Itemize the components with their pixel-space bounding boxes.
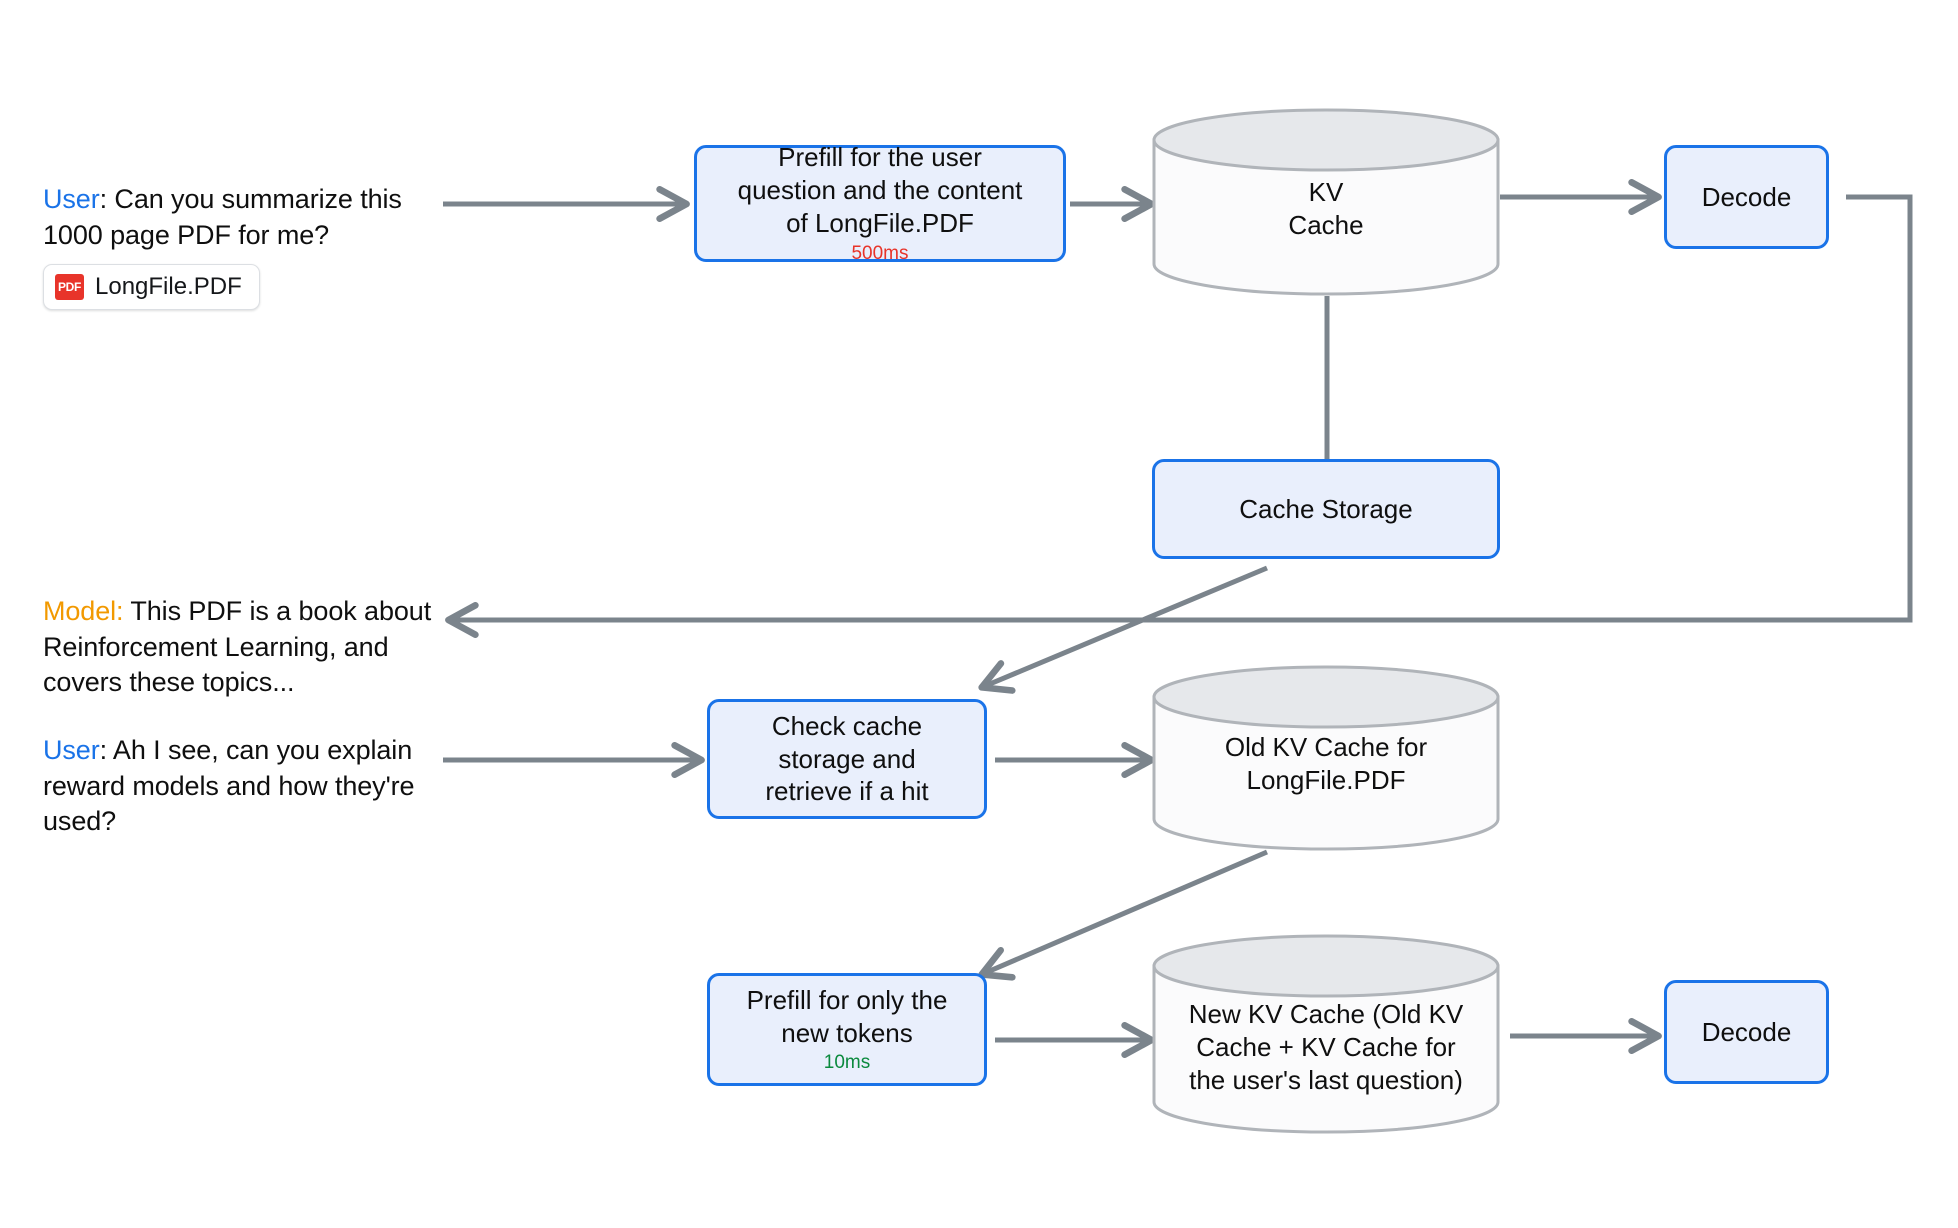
speaker-separator: : — [99, 735, 108, 765]
conversation-user-first: User: Can you summarize this 1000 page P… — [43, 182, 433, 253]
node-label: KV Cache — [1288, 177, 1364, 240]
node-prefill-second[interactable]: Prefill for only the new tokens 10ms — [707, 973, 987, 1086]
speaker-label-user: User — [43, 184, 100, 214]
node-new-kv-cache[interactable]: New KV Cache (Old KV Cache + KV Cache fo… — [1152, 934, 1500, 1136]
node-check-cache[interactable]: Check cache storage and retrieve if a hi… — [707, 699, 987, 819]
node-label: Old KV Cache for LongFile.PDF — [1224, 732, 1428, 795]
node-label: Prefill for the user question and the co… — [737, 142, 1023, 238]
conversation-text: Can you summarize this 1000 page PDF for… — [43, 184, 402, 250]
cylinder-shape — [1152, 108, 1500, 296]
node-label: Decode — [1701, 181, 1792, 212]
speaker-separator: : — [99, 184, 108, 214]
node-label: Cache Storage — [1239, 493, 1413, 524]
cylinder-shape — [1152, 665, 1500, 851]
latency-badge: 10ms — [823, 1052, 871, 1074]
cylinder-shape — [1152, 934, 1500, 1134]
latency-badge: 500ms — [851, 242, 909, 264]
conversation-user-second: User: Ah I see, can you explain reward m… — [43, 733, 433, 840]
node-label: Prefill for only the new tokens — [746, 984, 948, 1048]
node-label: New KV Cache (Old KV Cache + KV Cache fo… — [1188, 999, 1464, 1095]
node-decode-bottom[interactable]: Decode — [1664, 980, 1829, 1084]
node-cache-storage[interactable]: Cache Storage — [1152, 459, 1500, 559]
speaker-label-user: User — [43, 735, 100, 765]
node-old-kv-cache[interactable]: Old KV Cache for LongFile.PDF — [1152, 665, 1500, 852]
pdf-icon: PDF — [55, 274, 84, 300]
speaker-label-model: Model: — [43, 596, 124, 626]
attachment-filename: LongFile.PDF — [95, 273, 242, 300]
conversation-model-answer: Model: This PDF is a book about Reinforc… — [43, 594, 443, 701]
conversation-text: Ah I see, can you explain reward models … — [43, 735, 415, 837]
node-label: Check cache storage and retrieve if a hi… — [765, 710, 929, 807]
attachment-chip-longfile[interactable]: PDF LongFile.PDF — [43, 264, 260, 310]
node-prefill-first[interactable]: Prefill for the user question and the co… — [694, 142, 1066, 264]
conversation-text: This PDF is a book about Reinforcement L… — [43, 596, 432, 698]
node-decode-top[interactable]: Decode — [1664, 145, 1829, 249]
node-kv-cache[interactable]: KV Cache — [1152, 108, 1500, 296]
node-label: Decode — [1701, 1016, 1792, 1047]
